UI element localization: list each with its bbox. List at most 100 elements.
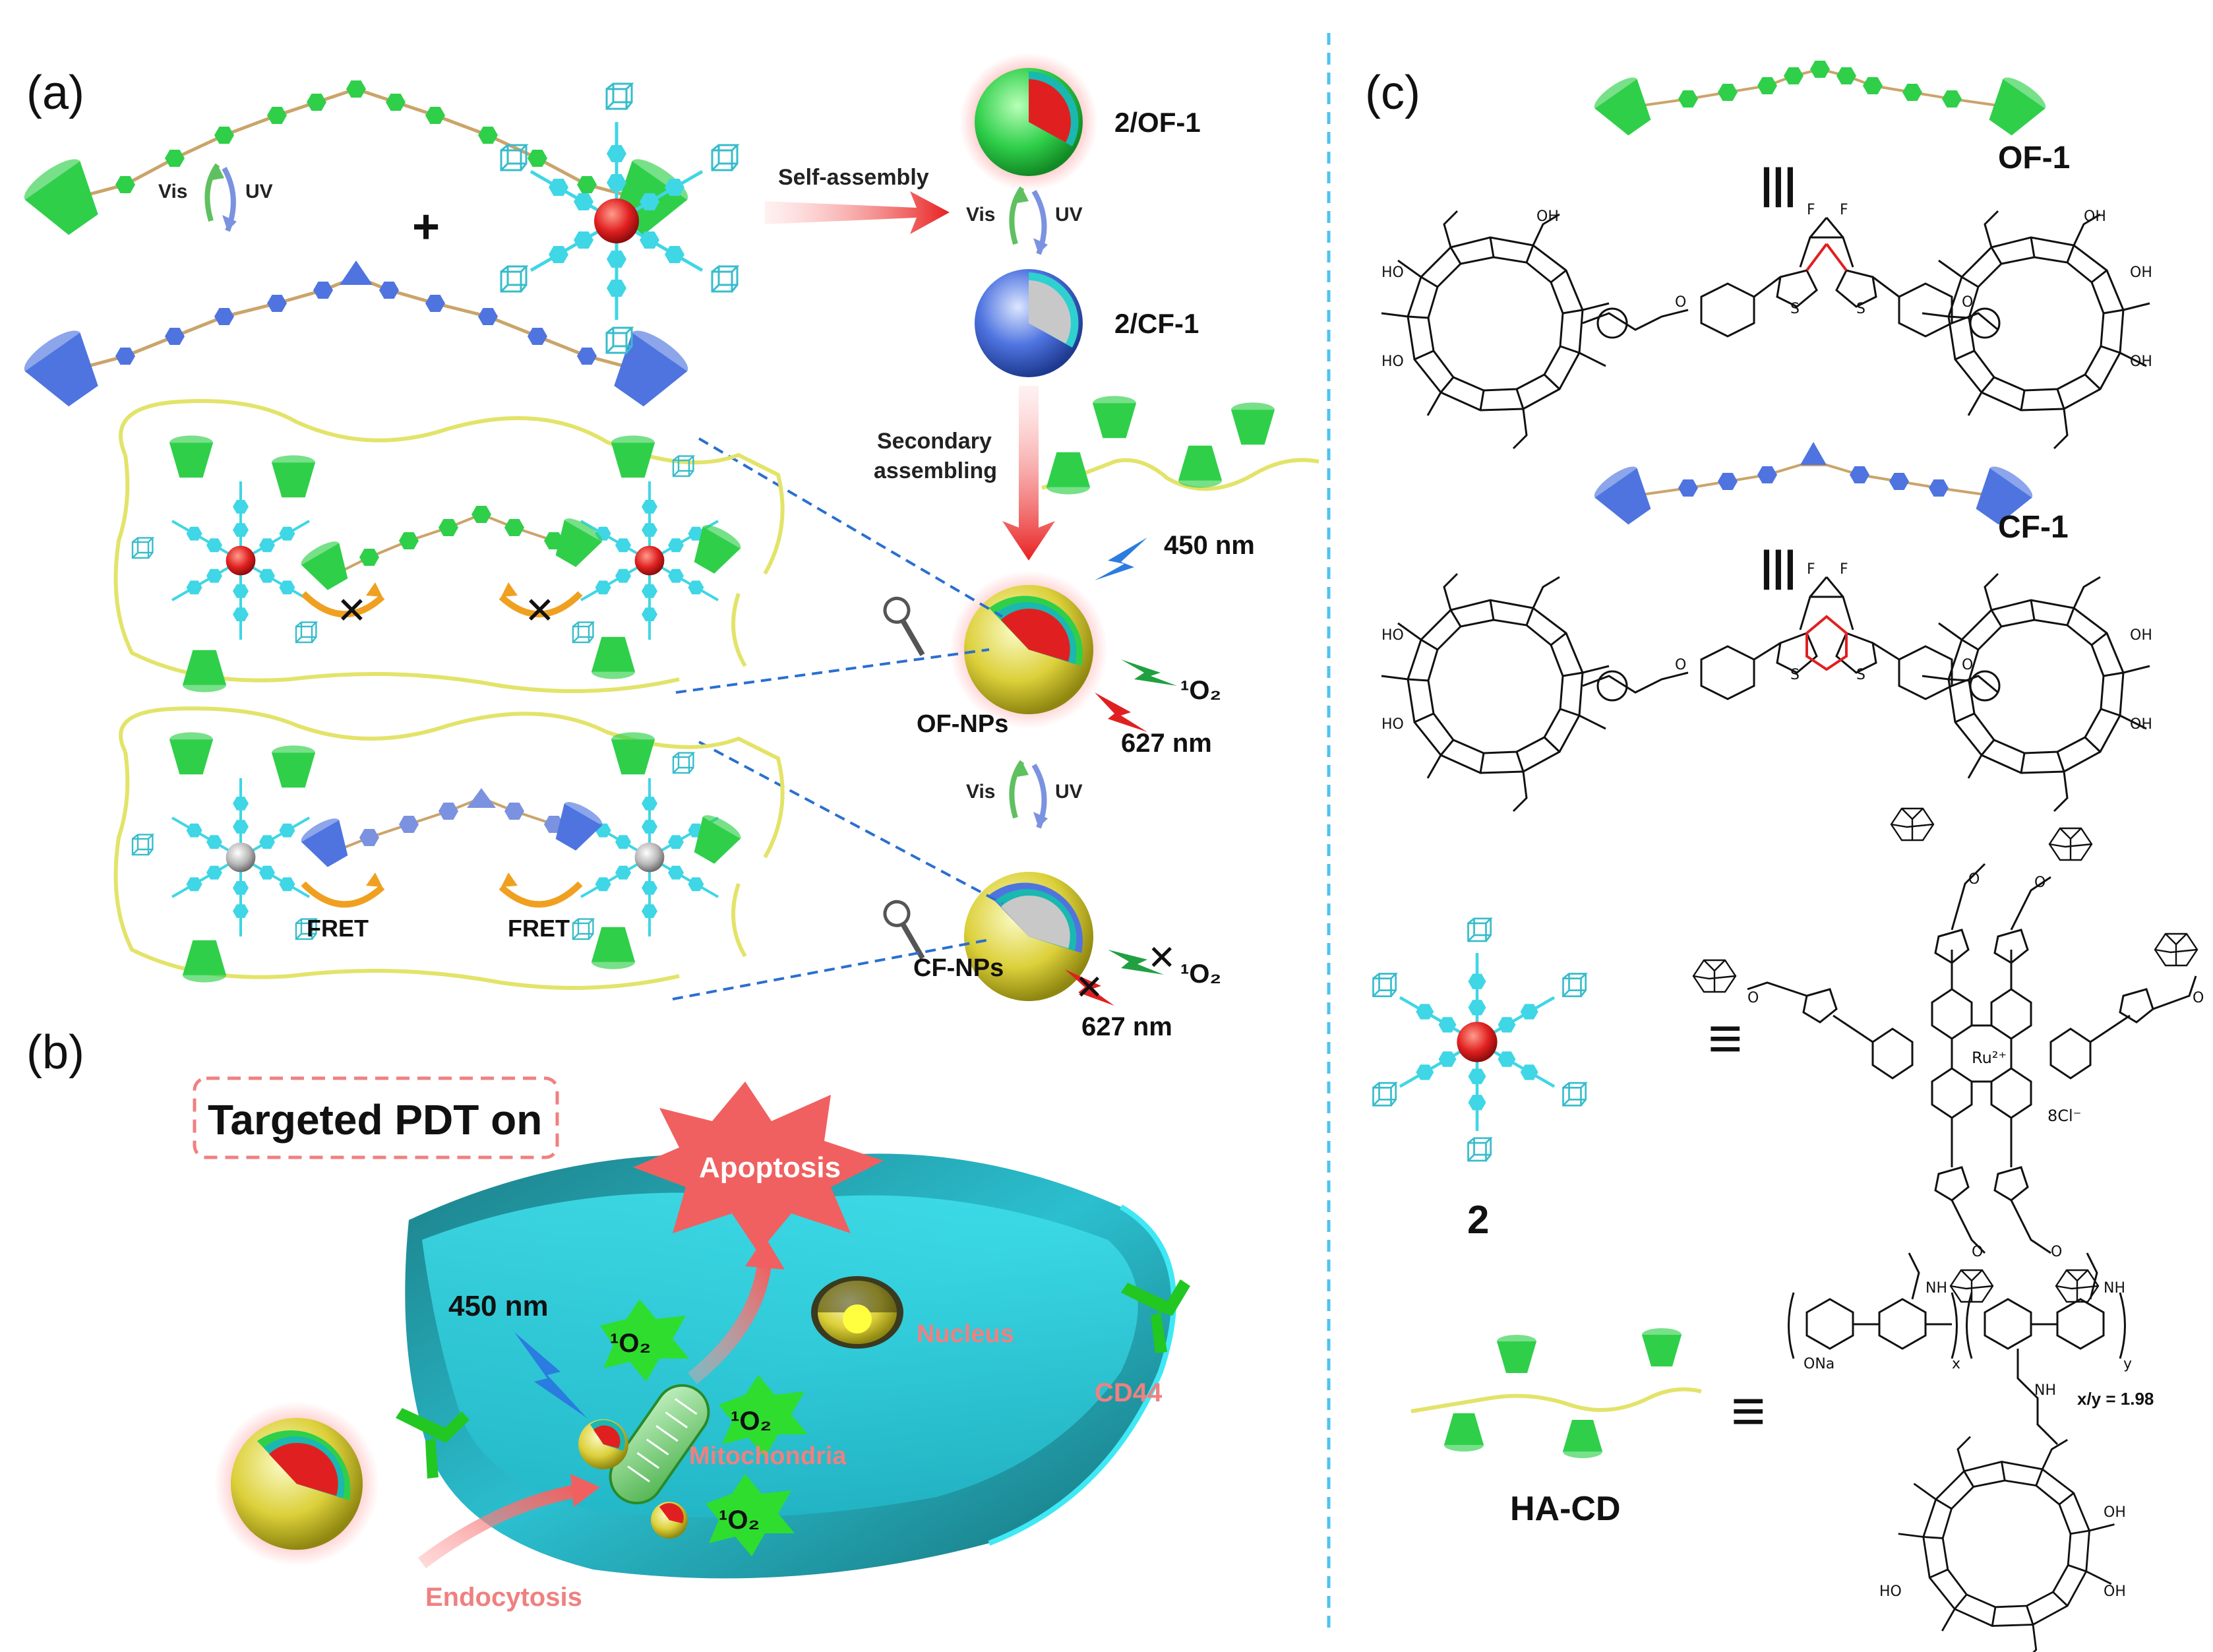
cf-oh-1: OH: [2130, 627, 2152, 644]
of-1-cartoon: ||| OF-1: [1590, 61, 2070, 208]
wavelength-450-b: 450 nm: [448, 1290, 549, 1322]
of-oxygen-1: O: [1675, 294, 1686, 311]
hacd-sodium-salt: ONa: [1804, 1356, 1834, 1372]
singlet-oxygen-b2: ¹O₂: [731, 1407, 772, 1436]
panel-b: (b) Targeted PDT on Apoptosis Nucle: [26, 1026, 1190, 1612]
of-network-detail: ✕ ✕: [113, 399, 785, 693]
emission-627-bolt-a: 627 nm: [1095, 692, 1212, 758]
uv-vis-switch-top: Vis UV: [158, 163, 273, 232]
wavelength-450-a: 450 nm: [1164, 531, 1255, 560]
uv-label: UV: [245, 181, 273, 202]
cancer-cell: [405, 1153, 1176, 1579]
cf-oxygen-2: O: [1962, 657, 1973, 673]
internalized-np-2: [651, 1502, 688, 1539]
of-sulfur-2: S: [1856, 301, 1865, 317]
equiv-mark-of: |||: [1761, 160, 1796, 208]
of-oh-4: OH: [2084, 208, 2106, 225]
cf-ho-1: HO: [1381, 627, 1404, 644]
of-oh-3: OH: [2130, 353, 2152, 370]
uv-label-spheres: UV: [1055, 204, 1083, 226]
blocked-mark-right: ✕: [524, 590, 555, 631]
cd44-receptor-right: CD44: [1095, 1279, 1190, 1407]
of-nps-sphere: OF-NPs: [917, 570, 1108, 738]
cf-nps-sphere: CF-NPs: [913, 872, 1093, 1001]
cf-sulfur-2: S: [1856, 667, 1865, 683]
hacd-oh-1: OH: [2104, 1504, 2126, 1521]
of-fluoro-1: F: [1807, 202, 1815, 218]
cf-nps-label: CF-NPs: [913, 954, 1004, 982]
panel-c: (c) ||| OF-1: [1365, 61, 2204, 1652]
of-ho-2: HO: [1381, 353, 1404, 370]
equiv-mark-cf: |||: [1761, 542, 1796, 590]
vis-label-spheres: Vis: [966, 204, 996, 226]
counterion-label: 8Cl⁻: [2047, 1107, 2081, 1125]
ru-carbonyl-2: O: [2034, 874, 2046, 891]
panel-a: (a) Vis UV: [18, 53, 1319, 1041]
self-assembly-arrow: Self-assembly: [765, 165, 950, 234]
secondary-label-1: Secondary: [877, 429, 992, 454]
of-oh-1: OH: [1536, 208, 1559, 225]
open-form-linker-top: [18, 80, 694, 244]
plus-sign: +: [412, 200, 440, 253]
of-1-structure: F F S S O O HO HO OH OH OH OH: [1380, 202, 2152, 450]
ru-carbonyl-3: O: [1747, 990, 1759, 1006]
singlet-oxygen-a: ¹O₂: [1180, 676, 1221, 705]
of-1-label: OF-1: [1998, 140, 2070, 175]
blocked-mark-left: ✕: [336, 590, 367, 631]
cf-sulfur-1: S: [1790, 667, 1800, 683]
ha-cd-polymer-a: [1041, 396, 1319, 495]
singlet-oxygen-cf: ¹O₂: [1180, 960, 1221, 989]
hacd-amide-2: NH: [2104, 1280, 2125, 1297]
panel-label-a: (a): [26, 67, 84, 119]
hacd-subscript-x: x: [1952, 1356, 1960, 1372]
identity-mark-2: ≡: [1708, 1006, 1743, 1072]
of-fluoro-2: F: [1840, 202, 1848, 218]
vis-label-nps: Vis: [966, 781, 996, 803]
secondary-assembling-arrow: Secondary assembling: [874, 386, 1055, 561]
singlet-oxygen-b3: ¹O₂: [719, 1506, 760, 1535]
cd44-receptor-left: [396, 1408, 470, 1479]
uv-vis-switch-nps: Vis UV: [966, 760, 1083, 829]
blocked-mark-627: ✕: [1075, 969, 1104, 1007]
ha-cd-cartoon: HA-CD: [1410, 1328, 1702, 1528]
ru-carbonyl-5: O: [1972, 1244, 1983, 1260]
magnifier-icon-cf: [883, 900, 925, 960]
hacd-amide-3: NH: [2034, 1382, 2056, 1399]
wavelength-627-a: 627 nm: [1121, 729, 1212, 758]
of-nps-label: OF-NPs: [917, 710, 1008, 738]
compound-2-cartoon: [1372, 917, 1587, 1162]
cf-1-label: CF-1: [1998, 510, 2069, 545]
cf-ho-2: HO: [1381, 716, 1404, 733]
ru-complex-star: [500, 82, 739, 354]
hacd-ratio: x/y = 1.98: [2077, 1389, 2154, 1409]
quenched-emission: ✕ 627 nm: [1065, 969, 1172, 1041]
endocytosis-arrow: Endocytosis: [418, 1474, 600, 1612]
panel-label-c: (c): [1365, 67, 1420, 119]
sphere-2-cf-1: 2/CF-1: [975, 269, 1199, 377]
targeted-pdt-title: Targeted PDT on: [208, 1096, 542, 1144]
of-ho-1: HO: [1381, 264, 1404, 281]
quenched-singlet-oxygen: ✕ ¹O₂: [1108, 939, 1221, 989]
external-np: [214, 1401, 379, 1566]
lightning-450-icon: 450 nm: [1095, 531, 1255, 580]
panel-label-b: (b): [26, 1026, 84, 1079]
zoom-lines: [672, 437, 1004, 1000]
hacd-ho-1: HO: [1879, 1583, 1902, 1600]
fret-label-right: FRET: [508, 915, 570, 942]
hacd-amide-1: NH: [1925, 1280, 1947, 1297]
uv-vis-switch-spheres: Vis UV: [966, 186, 1083, 255]
uv-label-nps: UV: [1055, 781, 1083, 803]
of-oh-2: OH: [2130, 264, 2152, 281]
singlet-oxygen-burst-1: ¹O₂: [600, 1299, 689, 1382]
ru-center-label: Ru²⁺: [1972, 1049, 2007, 1067]
cf-oxygen-1: O: [1675, 657, 1686, 673]
mitochondria-label: Mitochondria: [689, 1442, 847, 1470]
of-sulfur-1: S: [1790, 301, 1800, 317]
nucleus: Nucleus: [811, 1276, 1014, 1349]
hacd-oh-2: OH: [2104, 1583, 2126, 1600]
hacd-subscript-y: y: [2123, 1356, 2132, 1372]
endocytosis-label: Endocytosis: [425, 1583, 582, 1612]
ha-cd-label: HA-CD: [1510, 1490, 1621, 1528]
fret-label-left: FRET: [307, 915, 369, 942]
